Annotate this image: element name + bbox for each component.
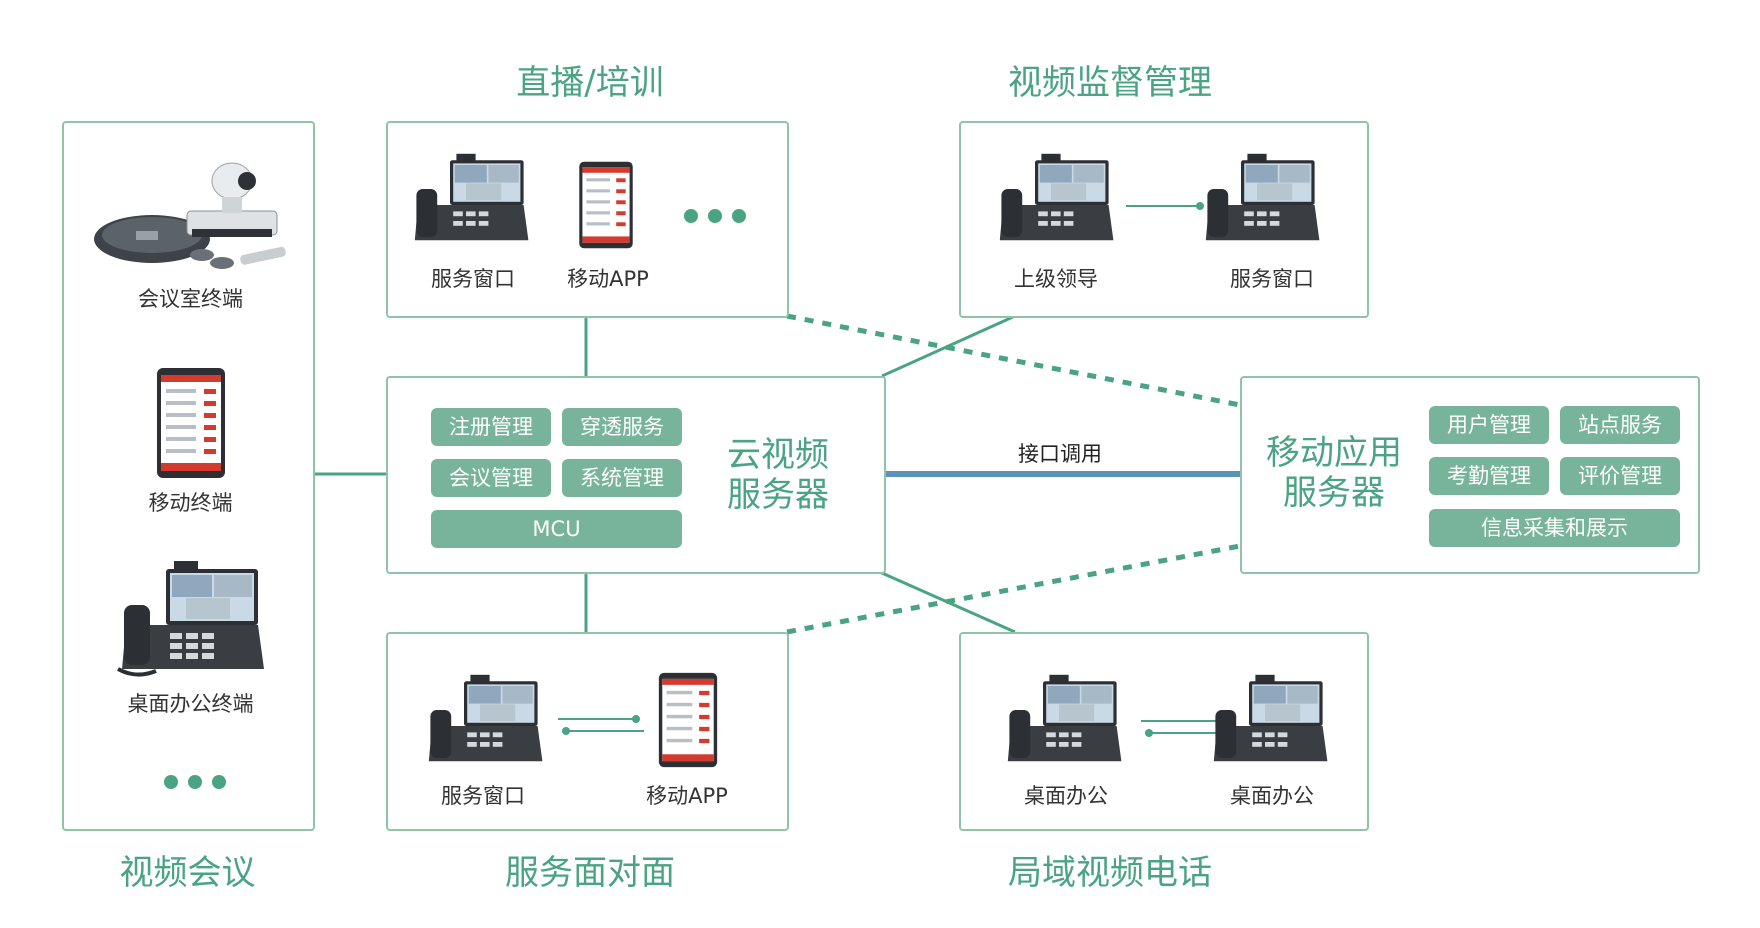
tag-evaluation-management: 评价管理	[1560, 457, 1680, 495]
tag-system-management: 系统管理	[562, 459, 682, 497]
lan-desk-right-label: 桌面办公	[1230, 784, 1314, 808]
face-bidirectional-arrow	[558, 715, 644, 735]
live-mobile-app-label: 移动APP	[567, 267, 649, 291]
more-dots-icon	[164, 775, 226, 789]
tag-user-management: 用户管理	[1429, 406, 1549, 444]
face-service-window-phone-icon	[428, 674, 543, 762]
api-call-label: 接口调用	[1018, 442, 1102, 466]
section-title-video-conference: 视频会议	[119, 853, 256, 893]
dotted-link-live-mobile	[786, 313, 1241, 408]
tag-registration-management: 注册管理	[431, 408, 551, 446]
mobile-terminal-icon	[157, 368, 225, 478]
tag-attendance-management: 考勤管理	[1429, 457, 1549, 495]
tag-info-collection-display: 信息采集和展示	[1429, 509, 1680, 547]
service-window-phone-icon	[414, 153, 529, 241]
leader-phone-icon	[999, 153, 1114, 241]
mobile-server-title-line1: 移动应用	[1266, 433, 1402, 473]
supervision-window-label: 服务窗口	[1230, 267, 1314, 291]
section-title-face-to-face: 服务面对面	[505, 853, 675, 893]
mobile-app-icon	[579, 161, 633, 249]
section-title-live-training: 直播/培训	[516, 63, 664, 103]
cloud-video-server-panel: 注册管理 穿透服务 会议管理 系统管理 MCU 云视频 服务器	[386, 376, 886, 574]
lan-desk-phone-left-icon	[1007, 674, 1122, 762]
tag-mcu: MCU	[431, 510, 682, 548]
mobile-terminal-label: 移动终端	[148, 491, 233, 515]
mobile-app-server-panel: 移动应用 服务器 用户管理 站点服务 考勤管理 评价管理 信息采集和展示	[1240, 376, 1700, 574]
live-training-panel: 服务窗口 移动APP	[386, 121, 789, 318]
tag-meeting-management: 会议管理	[431, 459, 551, 497]
desk-video-phone-icon	[117, 561, 264, 677]
cloud-server-title-line1: 云视频	[727, 435, 829, 475]
supervision-window-phone-icon	[1205, 153, 1320, 241]
tag-penetration-service: 穿透服务	[562, 408, 682, 446]
face-to-face-panel: 服务窗口 移动APP	[386, 632, 789, 831]
lan-desk-left-label: 桌面办公	[1024, 784, 1108, 808]
conference-room-terminal-icon	[94, 162, 286, 269]
section-title-video-supervision: 视频监督管理	[1008, 63, 1212, 103]
cloud-server-title-line2: 服务器	[727, 475, 829, 515]
conference-room-terminal-label: 会议室终端	[138, 287, 243, 311]
video-supervision-panel: 上级领导 服务窗口	[959, 121, 1369, 318]
tag-site-service: 站点服务	[1560, 406, 1680, 444]
live-more-dots-icon	[684, 209, 746, 223]
lan-video-phone-panel: 桌面办公 桌面办公	[959, 632, 1369, 831]
section-title-lan-video-phone: 局域视频电话	[1008, 853, 1212, 893]
face-service-window-label: 服务窗口	[441, 784, 525, 808]
live-service-window-label: 服务窗口	[431, 267, 515, 291]
face-mobile-app-label: 移动APP	[646, 784, 728, 808]
supervision-link-arrow	[1126, 202, 1204, 210]
lan-desk-phone-right-icon	[1213, 674, 1328, 762]
face-mobile-app-icon	[658, 672, 718, 768]
mobile-server-title-line2: 服务器	[1283, 473, 1385, 513]
desk-terminal-label: 桌面办公终端	[127, 692, 254, 716]
supervisor-label: 上级领导	[1014, 267, 1098, 291]
dotted-link-face-mobile	[786, 543, 1241, 635]
video-conference-panel: 会议室终端 移动终端 桌面办公终端	[62, 121, 315, 831]
